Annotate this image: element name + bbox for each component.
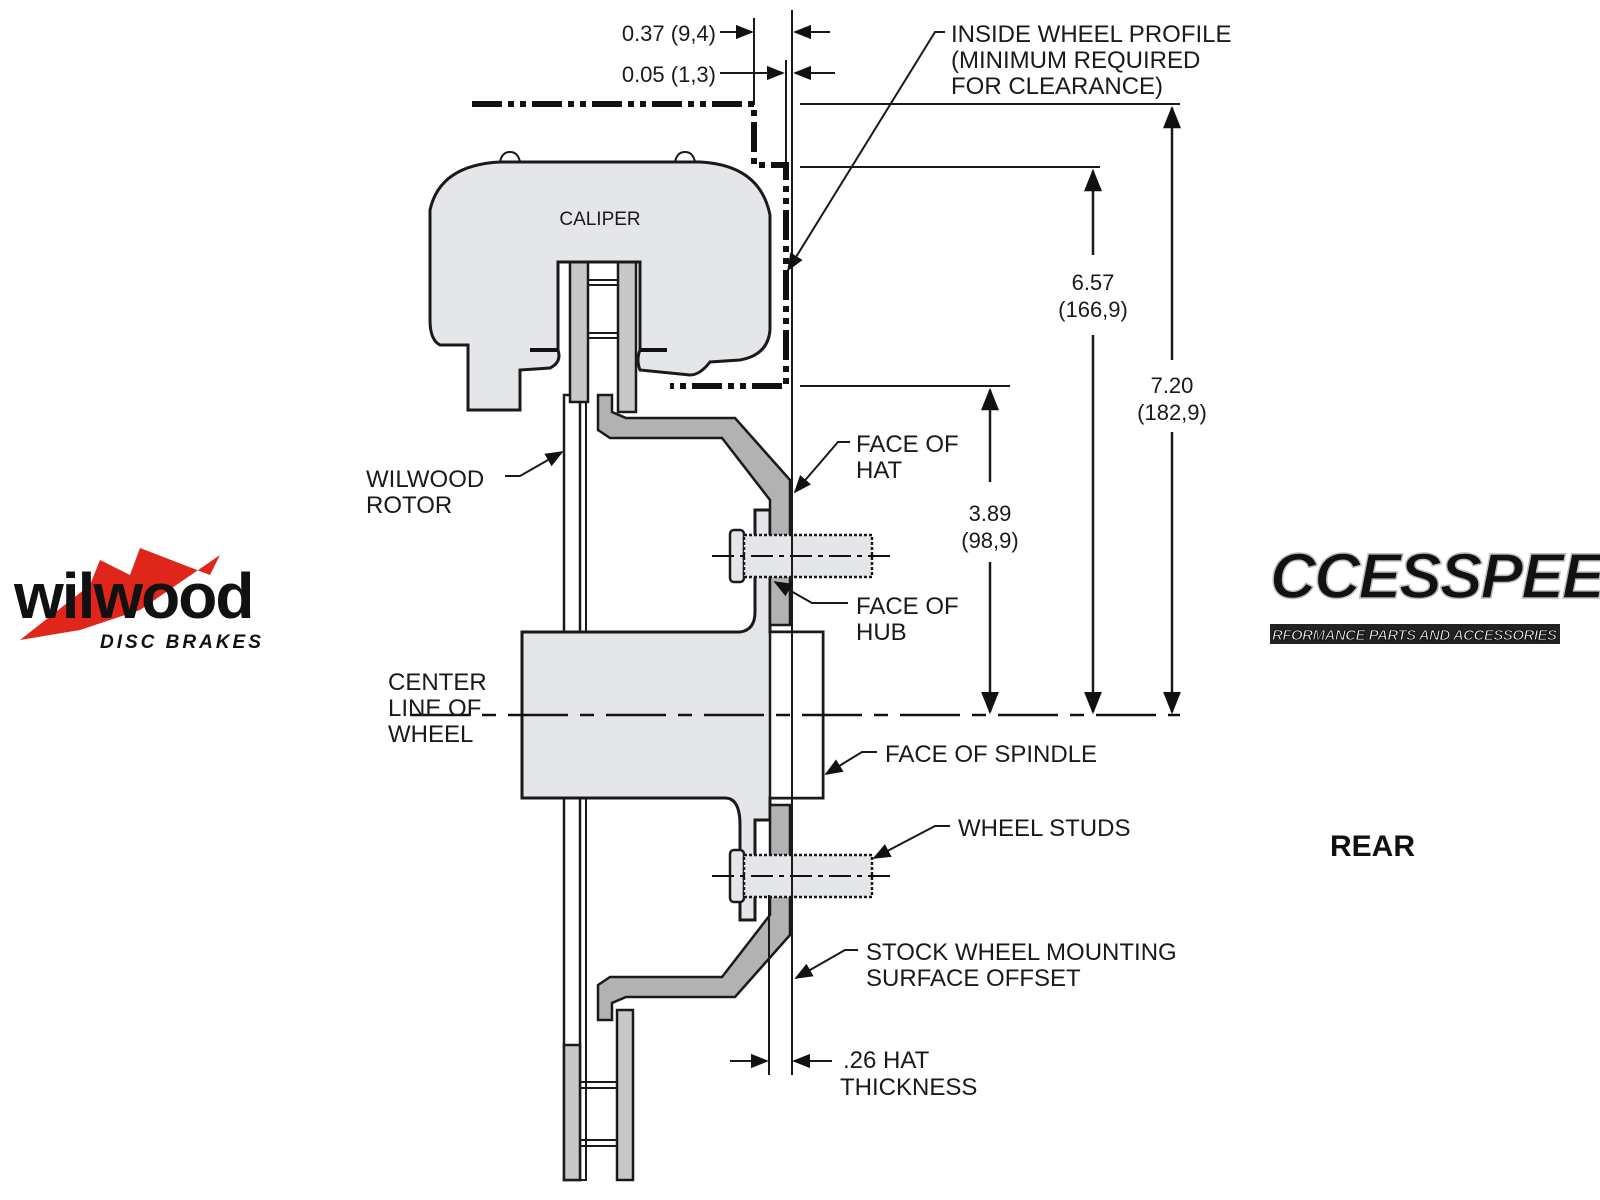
svg-text:(182,9): (182,9)	[1137, 400, 1207, 425]
wheel-stud-lower	[712, 848, 890, 904]
view-label: REAR	[1330, 830, 1415, 863]
dim-0-37: 0.37 (9,4)	[622, 21, 830, 46]
svg-text:7.20: 7.20	[1151, 373, 1194, 398]
svg-text:RFORMANCE PARTS AND ACCESSORIE: RFORMANCE PARTS AND ACCESSORIES	[1272, 627, 1557, 644]
dim-0-05: 0.05 (1,3)	[622, 62, 835, 87]
accesspeed-logo: CCESSPEED RFORMANCE PARTS AND ACCESSORIE…	[1269, 539, 1600, 644]
svg-text:HUB: HUB	[856, 619, 907, 646]
svg-text:3.89: 3.89	[969, 501, 1012, 526]
svg-text:FACE OF: FACE OF	[856, 593, 959, 620]
label-wheel-studs: WHEEL STUDS	[958, 815, 1130, 842]
label-face-of-hat: FACE OF HAT	[793, 431, 959, 494]
label-center-line: CENTER LINE OF WHEEL	[388, 669, 487, 748]
caliper: CALIPER	[428, 150, 772, 412]
dim-3-89: 3.89 (98,9)	[961, 387, 1019, 715]
svg-text:0.05 (1,3): 0.05 (1,3)	[622, 62, 716, 87]
label-stock-offset: STOCK WHEEL MOUNTING SURFACE OFFSET	[794, 939, 1177, 992]
svg-text:CCESSPEED: CCESSPEED	[1270, 540, 1600, 612]
svg-text:WHEEL: WHEEL	[388, 721, 473, 748]
svg-text:CENTER: CENTER	[388, 669, 487, 696]
svg-text:6.57: 6.57	[1072, 270, 1115, 295]
wheel-stud-upper	[712, 528, 890, 584]
dim-7-20: 7.20 (182,9)	[1137, 105, 1207, 715]
label-wilwood-rotor: WILWOOD ROTOR	[366, 451, 564, 519]
rotor-hat	[596, 393, 792, 1022]
svg-text:(166,9): (166,9)	[1058, 297, 1128, 322]
svg-text:(98,9): (98,9)	[961, 528, 1018, 553]
svg-text:ROTOR: ROTOR	[366, 492, 452, 519]
caliper-label: CALIPER	[559, 209, 640, 230]
svg-text:0.37 (9,4): 0.37 (9,4)	[622, 21, 716, 46]
svg-text:(MINIMUM REQUIRED: (MINIMUM REQUIRED	[951, 47, 1200, 74]
svg-text:LINE OF: LINE OF	[388, 695, 481, 722]
svg-text:FOR CLEARANCE): FOR CLEARANCE)	[951, 73, 1163, 100]
svg-text:THICKNESS: THICKNESS	[840, 1074, 977, 1101]
label-face-of-hub: FACE OF HUB	[773, 581, 959, 646]
svg-text:STOCK WHEEL MOUNTING: STOCK WHEEL MOUNTING	[866, 939, 1177, 966]
svg-text:WILWOOD: WILWOOD	[366, 466, 484, 493]
dim-6-57: 6.57 (166,9)	[1058, 168, 1128, 715]
svg-text:FACE OF: FACE OF	[856, 431, 959, 458]
svg-text:SURFACE OFFSET: SURFACE OFFSET	[866, 965, 1081, 992]
svg-text:INSIDE WHEEL PROFILE: INSIDE WHEEL PROFILE	[951, 21, 1232, 48]
svg-text:wilwood: wilwood	[13, 560, 252, 632]
label-face-of-spindle: FACE OF SPINDLE WHEEL STUDS	[824, 741, 1130, 859]
svg-text:FACE OF SPINDLE: FACE OF SPINDLE	[885, 741, 1097, 768]
svg-text:DISC BRAKES: DISC BRAKES	[100, 632, 264, 653]
wilwood-swoosh-icon	[20, 548, 220, 640]
wilwood-rotor	[562, 259, 638, 1182]
label-inside-wheel-profile: INSIDE WHEEL PROFILE (MINIMUM REQUIRED F…	[787, 21, 1232, 272]
svg-text:.26 HAT: .26 HAT	[843, 1047, 930, 1074]
inside-wheel-profile	[472, 101, 789, 389]
wilwood-logo: wilwood DISC BRAKES	[13, 548, 264, 653]
svg-text:HAT: HAT	[856, 457, 903, 484]
dim-hat-thickness: .26 HAT THICKNESS	[730, 1047, 977, 1101]
